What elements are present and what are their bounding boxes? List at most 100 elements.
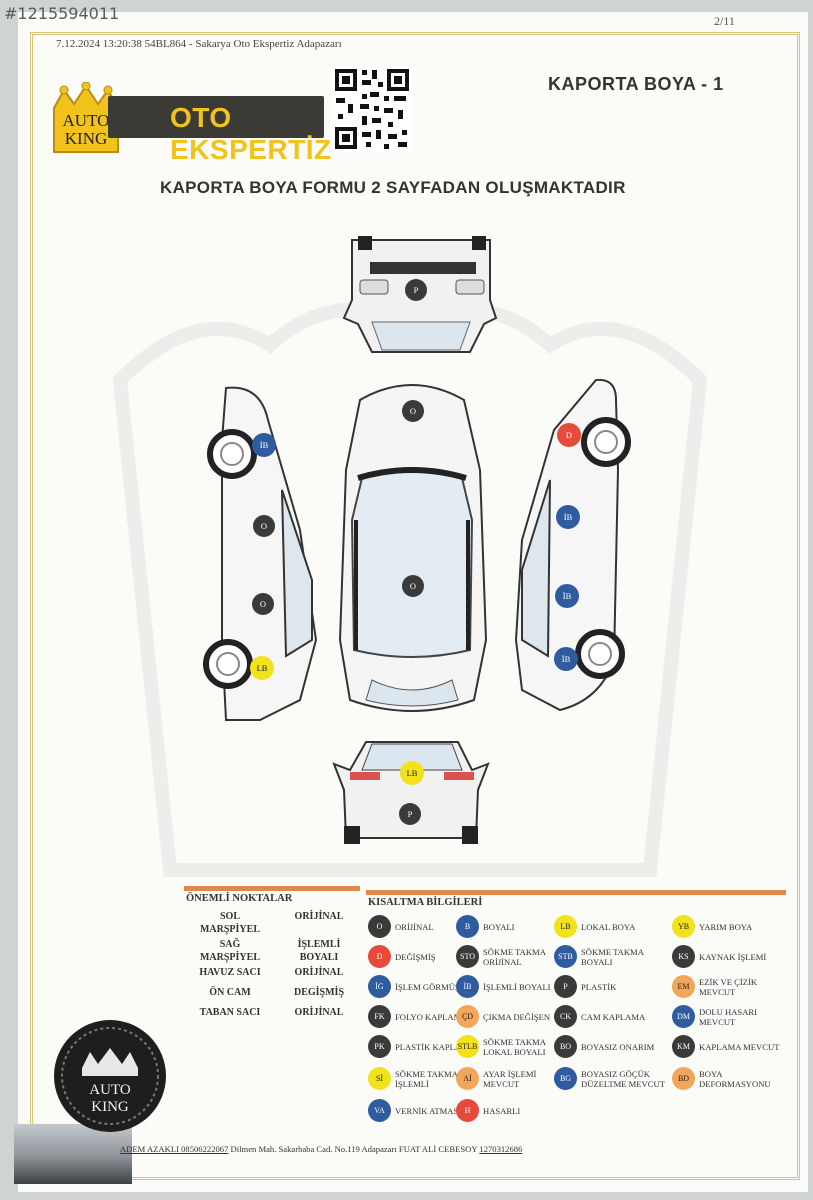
svg-text:O: O xyxy=(260,599,266,609)
svg-text:P: P xyxy=(408,809,413,819)
legend-code-badge: EM xyxy=(672,975,695,998)
legend-label: EZİK VE ÇİZİK MEVCUT xyxy=(699,976,758,997)
logo-band: OTO EKSPERTİZ xyxy=(108,96,331,165)
legend-code-badge: FK xyxy=(368,1005,391,1028)
marker-left-rear-fender: LB xyxy=(250,656,274,680)
form-subtitle: KAPORTA BOYA FORMU 2 SAYFADAN OLUŞMAKTAD… xyxy=(160,178,626,197)
auto-king-seal-icon: AUTO KING xyxy=(54,1020,166,1132)
legend-code-badge: DM xyxy=(672,1005,695,1028)
legend-code-badge: PK xyxy=(368,1035,391,1058)
marker-tailgate: LB xyxy=(400,761,424,785)
legend-item: P PLASTİK xyxy=(554,975,669,998)
marker-left-front-fender: İB xyxy=(252,433,276,457)
legend-label: LOKAL BOYA xyxy=(581,921,636,932)
car-rear-view xyxy=(332,741,490,844)
legend-item: YB YARIM BOYA xyxy=(672,915,787,938)
legend-label: VERNİK ATMASI xyxy=(395,1105,462,1116)
legend-label: SÖKME TAKMA BOYALI xyxy=(581,946,644,967)
legend-label: BOYASIZ ONARIM xyxy=(581,1041,655,1052)
legend-label: SÖKME TAKMA ORİJİNAL xyxy=(483,946,546,967)
legend-label: DOLU HASARI MEVCUT xyxy=(699,1006,758,1027)
car-left-side xyxy=(203,386,318,721)
legend-item: PK PLASTİK KAPLAMA xyxy=(368,1035,483,1058)
page-frame xyxy=(30,32,800,1180)
legend-item: VA VERNİK ATMASI xyxy=(368,1099,483,1122)
legend-label: DEĞİŞMİŞ xyxy=(395,951,436,962)
legend-code-badge: STO xyxy=(456,945,479,968)
legend-item: FK FOLYO KAPLAMA xyxy=(368,1005,483,1028)
legend-code-badge: LB xyxy=(554,915,577,938)
legend-label: PLASTİK KAPLAMA xyxy=(395,1041,475,1052)
logo-line2: KING xyxy=(65,129,108,148)
legend-code-badge: YB xyxy=(672,915,695,938)
legend-label: FOLYO KAPLAMA xyxy=(395,1011,468,1022)
legend-code-badge: KM xyxy=(672,1035,695,1058)
legend-code-badge: İG xyxy=(368,975,391,998)
car-right-side xyxy=(514,378,631,712)
legend-code-badge: CK xyxy=(554,1005,577,1028)
svg-text:O: O xyxy=(410,581,416,591)
legend-code-badge: İB xyxy=(456,975,479,998)
legend-code-badge: O xyxy=(368,915,391,938)
legend-code-badge: ÇD xyxy=(456,1005,479,1028)
legend-code-badge: P xyxy=(554,975,577,998)
marker-hood: O xyxy=(402,400,424,422)
footer-phone: 08506222067 xyxy=(181,1144,229,1154)
footer-code: 1270312686 xyxy=(479,1144,523,1154)
company-logo: AUTO KING OTO EKSPERTİZ xyxy=(48,82,331,165)
legend-code-badge: Sİ xyxy=(368,1067,391,1090)
legend-label: PLASTİK xyxy=(581,981,617,992)
legend-label: SÖKME TAKMA LOKAL BOYALI xyxy=(483,1036,546,1057)
legend-item: CK CAM KAPLAMA xyxy=(554,1005,669,1028)
legend-code-badge: Aİ xyxy=(456,1067,479,1090)
svg-text:İB: İB xyxy=(564,512,573,522)
legend-label: ÇIKMA DEĞİŞEN xyxy=(483,1011,551,1022)
legend-code-badge: STLB xyxy=(456,1035,479,1058)
report-meta: 7.12.2024 13:20:38 54BL864 - Sakarya Oto… xyxy=(56,38,342,50)
marker-right-front-door: İB xyxy=(556,505,580,529)
legend-item: H HASARLI xyxy=(456,1099,571,1122)
seal-line1: AUTO xyxy=(89,1082,131,1098)
legend-code-badge: B xyxy=(456,915,479,938)
vehicle-thumbnail xyxy=(14,1124,132,1184)
legend-item: LB LOKAL BOYA xyxy=(554,915,669,938)
legend-item: B BOYALI xyxy=(456,915,571,938)
legend-label: ORİJİNAL xyxy=(395,921,434,932)
legend-label: KAYNAK İŞLEMİ xyxy=(699,951,767,962)
legend-label: YARIM BOYA xyxy=(699,921,753,932)
legend-code-badge: H xyxy=(456,1099,479,1122)
footer-name: ADEM AZAKLI xyxy=(120,1144,182,1154)
seal-line2: KING xyxy=(91,1099,129,1115)
legend-label: AYAR İŞLEMİ MEVCUT xyxy=(483,1068,537,1089)
legend-item: ÇD ÇIKMA DEĞİŞEN xyxy=(456,1005,571,1028)
legend-code-badge: D xyxy=(368,945,391,968)
svg-text:O: O xyxy=(410,406,416,416)
legend-code-badge: BO xyxy=(554,1035,577,1058)
marker-right-rear-fender: İB xyxy=(554,647,578,671)
legend-code-badge: BD xyxy=(672,1067,695,1090)
car-top-view xyxy=(338,384,488,712)
legend-label: BOYALI xyxy=(483,921,515,932)
legend-label: CAM KAPLAMA xyxy=(581,1011,646,1022)
legend-label: HASARLI xyxy=(483,1105,521,1116)
legend-code-badge: VA xyxy=(368,1099,391,1122)
marker-left-front-door: O xyxy=(253,515,275,537)
logo-line1: AUTO xyxy=(63,111,110,130)
logo-name: OTO EKSPERTİZ xyxy=(170,102,332,165)
legend-code-badge: BG xyxy=(554,1067,577,1090)
important-points-title: ÖNEMLİ NOKTALAR xyxy=(186,893,293,904)
document-title: KAPORTA BOYA - 1 xyxy=(548,74,724,94)
